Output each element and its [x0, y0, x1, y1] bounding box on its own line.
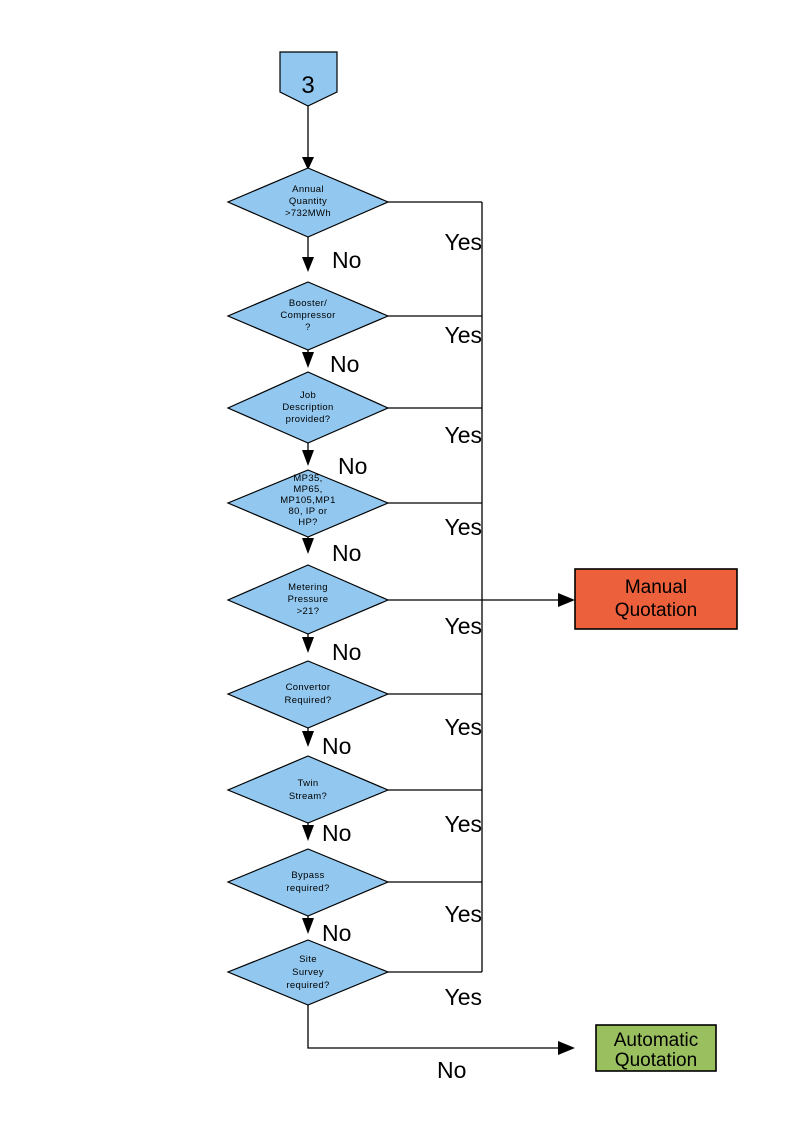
decision-twin-stream-line-2: Stream?	[289, 791, 327, 802]
connector-booster-compressor-no	[302, 350, 314, 368]
branch-label-convertor-required-yes: Yes	[444, 714, 482, 740]
decision-site-survey-line-2: Survey	[292, 967, 324, 978]
decision-twin-stream[interactable]: Twin Stream?	[226, 755, 390, 824]
branch-label-convertor-required-no: No	[322, 733, 351, 759]
branch-label-meter-type-no: No	[332, 540, 361, 566]
branch-label-annual-quantity-no: No	[332, 247, 361, 273]
branch-label-booster-compressor-yes: Yes	[444, 322, 482, 348]
decision-bypass-required-line-2: required?	[286, 883, 329, 894]
manual-quotation-node[interactable]: Manual Quotation	[574, 568, 738, 630]
branch-label-bypass-required-yes: Yes	[444, 901, 482, 927]
decision-convertor-required[interactable]: Convertor Required?	[226, 660, 390, 729]
decision-meter-type-line-4: 80, IP or	[289, 506, 328, 517]
decision-meter-type-line-3: MP105,MP1	[280, 495, 335, 506]
decision-twin-stream-shape	[226, 755, 390, 824]
decision-booster-compressor[interactable]: Booster/ Compressor ?	[226, 281, 390, 351]
branch-label-bypass-required-no: No	[322, 920, 351, 946]
decision-job-description-line-1: Job	[300, 390, 316, 401]
decision-job-description-line-2: Description	[282, 402, 333, 413]
branch-label-metering-pressure-no: No	[332, 639, 361, 665]
decision-metering-pressure-line-1: Metering	[288, 582, 328, 593]
start-node-label: 3	[301, 72, 314, 99]
decision-meter-type[interactable]: MP35, MP65, MP105,MP1 80, IP or HP?	[226, 469, 390, 538]
branch-label-meter-type-yes: Yes	[444, 514, 482, 540]
automatic-quotation-line-1: Automatic	[614, 1030, 698, 1051]
decision-annual-quantity[interactable]: Annual Quantity >732MWh	[226, 167, 390, 238]
decision-bypass-required[interactable]: Bypass required?	[226, 848, 390, 917]
connector-metering-pressure-no	[302, 634, 314, 653]
connector-twin-stream-no	[302, 823, 314, 841]
decision-booster-compressor-line-1: Booster/	[289, 298, 327, 309]
decision-booster-compressor-line-2: Compressor	[280, 310, 335, 321]
decision-job-description-line-3: provided?	[286, 414, 331, 425]
branch-label-twin-stream-no: No	[322, 820, 351, 846]
branch-label-annual-quantity-yes: Yes	[444, 229, 482, 255]
branch-label-booster-compressor-no: No	[330, 351, 359, 377]
connector-meter-type-no	[302, 537, 314, 554]
decision-bypass-required-line-1: Bypass	[291, 870, 324, 881]
decision-metering-pressure[interactable]: Metering Pressure >21?	[226, 564, 390, 635]
decision-booster-compressor-line-3: ?	[305, 322, 311, 333]
decision-job-description[interactable]: Job Description provided?	[226, 371, 390, 444]
automatic-quotation-line-2: Quotation	[615, 1050, 697, 1071]
decision-twin-stream-line-1: Twin	[298, 778, 319, 789]
decision-meter-type-line-5: HP?	[298, 517, 318, 528]
connector-bypass-required-no	[302, 916, 314, 934]
decision-metering-pressure-line-3: >21?	[297, 606, 320, 617]
branch-label-job-description-no: No	[338, 453, 367, 479]
decision-annual-quantity-line-3: >732MWh	[285, 208, 331, 219]
branch-label-metering-pressure-yes: Yes	[444, 613, 482, 639]
connector-site-survey-no	[307, 1005, 575, 1055]
decision-meter-type-line-2: MP65,	[293, 484, 322, 495]
decision-site-survey-line-3: required?	[286, 980, 329, 991]
decision-convertor-required-line-1: Convertor	[286, 682, 331, 693]
automatic-quotation-box	[595, 1024, 717, 1072]
start-node-3[interactable]: 3	[279, 51, 338, 107]
decision-metering-pressure-line-2: Pressure	[288, 594, 329, 605]
connector-annual-quantity-no	[302, 237, 314, 272]
manual-quotation-box	[574, 568, 738, 630]
decision-annual-quantity-line-2: Quantity	[289, 196, 327, 207]
connector-convertor-required-no	[302, 728, 314, 747]
decision-convertor-required-line-2: Required?	[285, 695, 332, 706]
start-pentagon-shape	[279, 51, 338, 107]
connector-start-to-annual-quantity	[302, 106, 314, 170]
branch-label-site-survey-yes: Yes	[444, 984, 482, 1010]
decision-annual-quantity-line-1: Annual	[292, 184, 324, 195]
branch-label-site-survey-no: No	[437, 1057, 466, 1083]
decision-site-survey-line-1: Site	[299, 954, 317, 965]
connector-metering-pressure-yes	[388, 593, 575, 607]
branch-label-job-description-yes: Yes	[444, 422, 482, 448]
automatic-quotation-node[interactable]: Automatic Quotation	[595, 1024, 717, 1072]
manual-quotation-line-1: Manual	[625, 577, 687, 598]
decision-site-survey[interactable]: Site Survey required?	[226, 939, 390, 1006]
manual-quotation-line-2: Quotation	[615, 600, 697, 621]
branch-label-twin-stream-yes: Yes	[444, 811, 482, 837]
connector-job-description-no	[302, 443, 314, 466]
decision-meter-type-line-1: MP35,	[293, 473, 322, 484]
